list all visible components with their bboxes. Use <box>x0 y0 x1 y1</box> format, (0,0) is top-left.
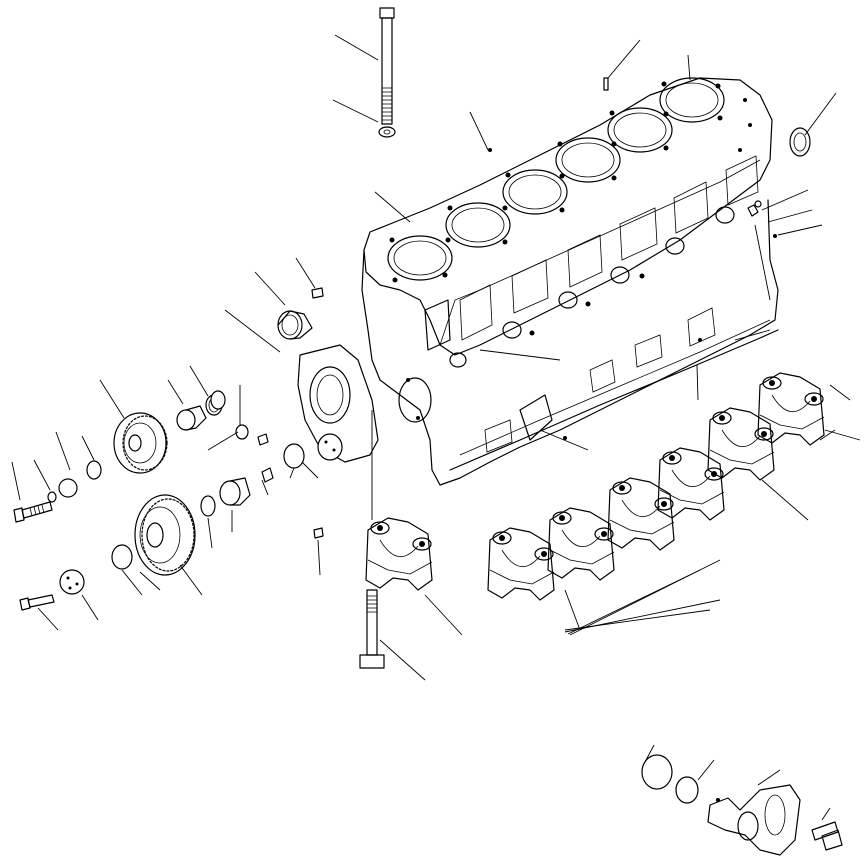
gear-bolt <box>13 501 53 523</box>
leader-line <box>81 435 95 461</box>
leader-line <box>607 39 641 79</box>
housing-small-parts <box>210 390 343 539</box>
leader-line <box>207 517 213 549</box>
main-bearing-cap <box>657 447 725 521</box>
leader-line <box>757 769 781 786</box>
leader-line <box>332 99 379 123</box>
leader-line <box>539 429 589 451</box>
leader-line <box>821 807 831 821</box>
oil-pump-with-orings <box>641 754 843 856</box>
leader-line <box>829 384 851 401</box>
leader-line <box>189 365 209 397</box>
leader-line <box>424 594 463 636</box>
leader-line <box>767 209 813 223</box>
leader-line <box>301 461 319 479</box>
main-bearing-cap <box>607 477 675 551</box>
leader-line <box>824 429 861 441</box>
main-cap-bolt <box>359 589 385 669</box>
leader-line <box>564 599 721 633</box>
retainer-plate <box>59 569 85 595</box>
gear-hub <box>58 478 78 498</box>
thrust-washer <box>86 460 102 480</box>
camshaft-gear <box>113 412 168 474</box>
main-bearing-cap <box>365 517 433 591</box>
cylinder-bores <box>387 77 725 281</box>
oil-pump-body <box>707 784 801 856</box>
leader-line <box>289 467 295 479</box>
leader-line <box>224 309 281 353</box>
leader-line <box>179 564 203 596</box>
leader-line <box>819 429 836 441</box>
leader-line <box>99 379 125 419</box>
leader-line <box>469 111 489 151</box>
leader-line <box>121 569 143 596</box>
cylinder-block <box>297 77 779 486</box>
leader-line <box>55 431 71 471</box>
leader-line <box>564 589 581 631</box>
leader-line <box>479 349 561 361</box>
leader-line <box>644 744 655 763</box>
leader-line <box>777 224 823 236</box>
idler-bolt <box>19 594 55 611</box>
leader-line <box>374 191 411 223</box>
idler-bushing <box>200 495 216 517</box>
leader-line <box>569 559 721 636</box>
leader-line <box>139 571 161 591</box>
leader-line <box>167 379 184 405</box>
leader-line <box>81 594 99 621</box>
idler-gear <box>134 494 196 576</box>
idler-shaft <box>219 477 251 506</box>
leader-line <box>261 479 269 496</box>
leader-line <box>11 461 21 501</box>
leader-lines <box>11 34 861 821</box>
leader-line <box>761 189 809 211</box>
leader-line <box>804 92 837 136</box>
oil-pump-bolt <box>811 821 843 851</box>
leader-line <box>687 54 691 81</box>
main-bearing-cap <box>547 507 615 581</box>
leader-line <box>37 607 59 631</box>
leader-line <box>207 431 239 451</box>
front-housing <box>297 344 432 463</box>
leader-line <box>33 459 51 491</box>
leader-line <box>697 759 715 781</box>
head-bolt-holes <box>389 81 752 283</box>
head-bolt-with-washer <box>378 7 396 138</box>
leader-line <box>696 364 699 401</box>
main-bearing-caps <box>365 372 825 601</box>
small-washer <box>47 491 57 503</box>
main-bearing-cap <box>707 407 775 481</box>
leader-line <box>317 539 321 576</box>
leader-line <box>379 639 426 681</box>
block-bosses <box>449 206 735 453</box>
main-bearing-cap <box>757 372 825 446</box>
timing-gears <box>13 412 251 611</box>
leader-line <box>295 257 316 289</box>
main-bearing-cap <box>487 527 555 601</box>
leader-line <box>734 329 771 341</box>
leader-line <box>334 34 379 61</box>
block-dowels <box>311 77 777 299</box>
leader-line <box>754 224 771 301</box>
leader-line <box>254 271 286 306</box>
snap-ring <box>111 544 133 570</box>
block-side-pockets <box>424 155 759 351</box>
cam-bushings <box>176 310 313 431</box>
leader-line <box>761 479 809 521</box>
